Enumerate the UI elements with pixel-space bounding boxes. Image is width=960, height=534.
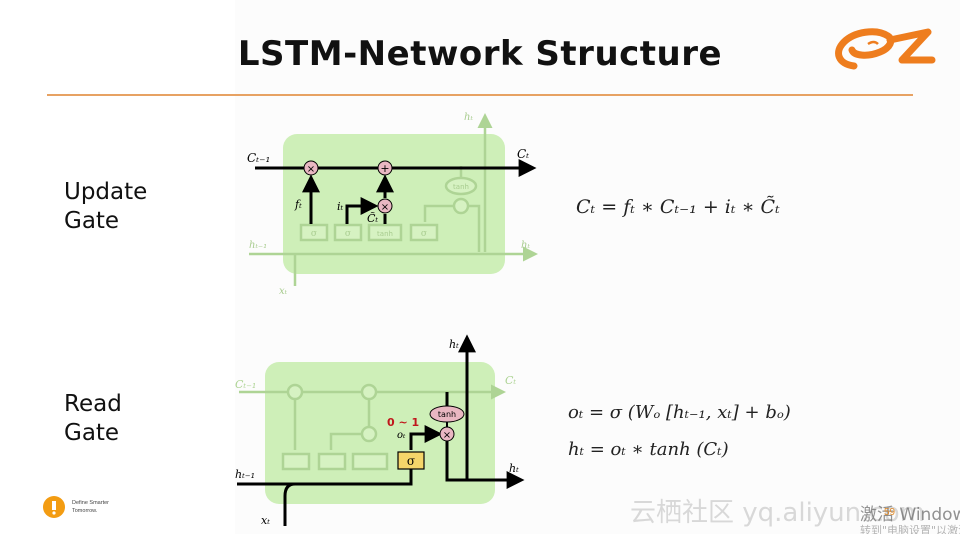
sigma-label-1: σ xyxy=(311,229,317,239)
c-t-label: Cₜ xyxy=(505,374,516,387)
input-gate-arrow xyxy=(345,197,379,224)
footer-tagline-line1: Define Smarter xyxy=(72,500,109,506)
h-output-path xyxy=(445,440,525,489)
read-gate-output-equation: oₜ = σ (Wₒ [hₜ₋₁, xₜ] + bₒ) xyxy=(568,402,791,423)
input-mul-node xyxy=(377,198,393,214)
update-gate-label-line1: Update xyxy=(64,179,148,205)
add-node xyxy=(377,160,393,176)
c-prev-label: Cₜ₋₁ xyxy=(247,151,270,165)
left-panel xyxy=(0,0,235,534)
x-t-label: xₜ xyxy=(261,514,270,527)
faded-flows xyxy=(239,383,506,471)
read-gate-label-line2: Gate xyxy=(64,420,120,446)
sigma-label-2: σ xyxy=(345,229,351,239)
output-mul-node xyxy=(439,426,455,442)
update-gate-label: Update Gate xyxy=(64,178,147,236)
site-watermark: 云栖社区 yq.aliyun.com xyxy=(630,498,925,528)
alibaba-logo-icon xyxy=(835,28,936,70)
slide-title: LSTM-Network Structure xyxy=(237,34,723,74)
tanh-label-2: tanh xyxy=(377,230,393,238)
forget-mul-symbol: × xyxy=(307,164,315,175)
h-top-label: hₜ xyxy=(464,112,473,123)
update-gate-diagram: × + × tanh σ σ tanh σ Cₜ₋₁ Cₜ fₜ iₜ C̃ₜ … xyxy=(247,112,538,297)
h-prev-label: hₜ₋₁ xyxy=(235,468,255,481)
footer-tagline: Define Smarter Tomorrow. xyxy=(72,499,109,515)
c-tilde-label: C̃ₜ xyxy=(367,212,378,225)
output-gate-arrow xyxy=(409,425,443,450)
lightbulb-icon xyxy=(43,496,65,518)
output-mul-symbol: × xyxy=(443,430,451,441)
read-gate-label-line1: Read xyxy=(64,391,122,417)
tanh-label: tanh xyxy=(453,183,469,191)
activate-windows-subtext: 转到"电脑设置"以激活 xyxy=(860,524,960,534)
range-label: 0 ~ 1 xyxy=(387,416,419,429)
add-symbol: + xyxy=(380,162,389,175)
read-gate-diagram: σ tanh × 0 ~ 1 oₜ hₜ Cₜ₋₁ Cₜ hₜ₋₁ hₜ xₜ xyxy=(235,334,525,527)
i-t-label: iₜ xyxy=(337,200,344,213)
update-gate-label-line2: Gate xyxy=(64,208,120,234)
footer-tagline-line2: Tomorrow. xyxy=(72,508,98,514)
h-right-label: hₜ xyxy=(509,462,519,475)
update-gate-equation: Cₜ = fₜ ∗ Cₜ₋₁ + iₜ ∗ C̃ₜ xyxy=(576,196,780,218)
h-prev-label: hₜ₋₁ xyxy=(249,240,267,251)
x-input-path xyxy=(283,482,296,526)
faded-flows xyxy=(249,113,538,286)
f-t-label: fₜ xyxy=(294,198,302,211)
input-mul-symbol: × xyxy=(381,202,389,213)
activate-windows-text: 激活 Windows xyxy=(860,505,960,525)
c-prev-label: Cₜ₋₁ xyxy=(235,378,256,391)
tanh-node-label: tanh xyxy=(438,410,456,419)
read-gate-label: Read Gate xyxy=(64,390,122,448)
c-t-label: Cₜ xyxy=(517,147,529,161)
read-gate-hidden-equation: hₜ = oₜ ∗ tanh (Cₜ) xyxy=(568,439,729,460)
o-t-label: oₜ xyxy=(397,430,406,441)
h-top-label: hₜ xyxy=(449,338,459,351)
sigma-label-3: σ xyxy=(421,229,427,239)
forget-mul-node xyxy=(303,160,319,176)
sigma-gate-box xyxy=(397,451,425,470)
h-right-label: hₜ xyxy=(521,240,530,251)
title-divider xyxy=(47,94,913,96)
page-number: 59 xyxy=(884,507,896,518)
sigma-gate-label: σ xyxy=(407,454,415,468)
x-t-label: xₜ xyxy=(279,286,288,297)
